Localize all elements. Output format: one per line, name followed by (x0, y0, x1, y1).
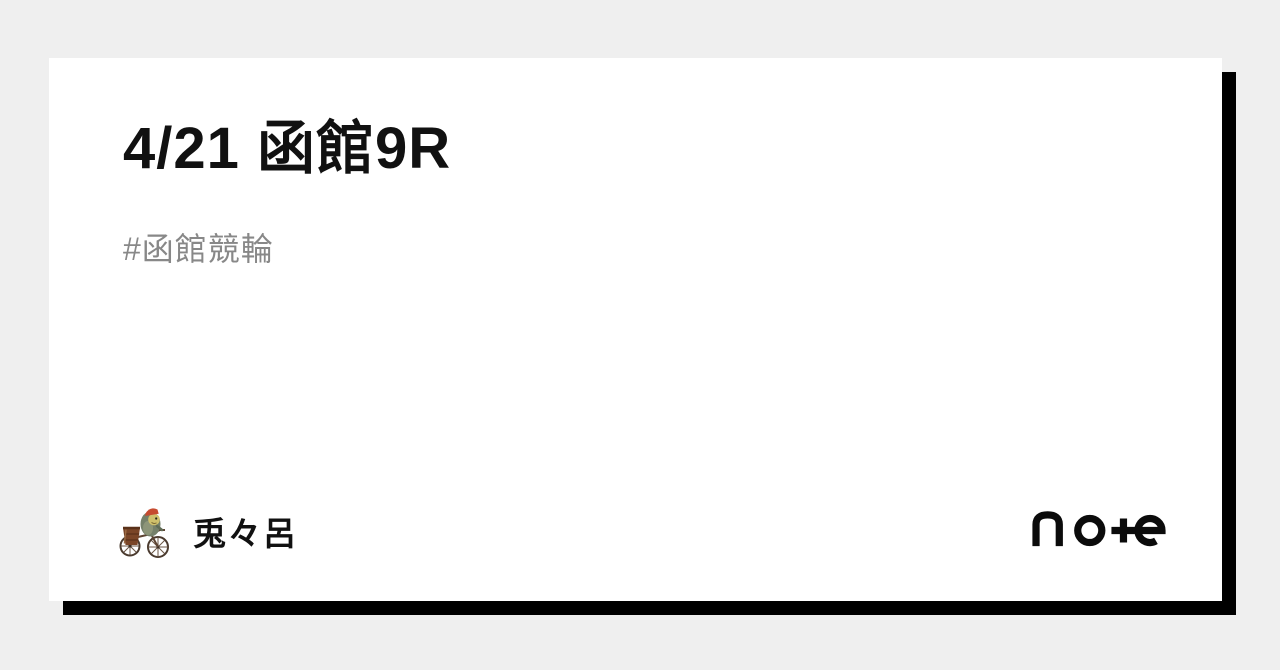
frog-on-bicycle-icon (119, 508, 169, 558)
author-link[interactable]: 兎々呂 (117, 503, 298, 559)
article-hashtag[interactable]: #函館競輪 (123, 231, 274, 267)
article-card[interactable]: 4/21 函館9R #函館競輪 (49, 58, 1222, 601)
article-title: 4/21 函館9R (123, 116, 452, 181)
author-name: 兎々呂 (193, 515, 298, 552)
note-logo-icon (1032, 510, 1166, 546)
card-footer: 兎々呂 (117, 502, 1170, 560)
note-logo[interactable] (1028, 506, 1170, 551)
author-avatar-icon[interactable] (117, 503, 173, 559)
